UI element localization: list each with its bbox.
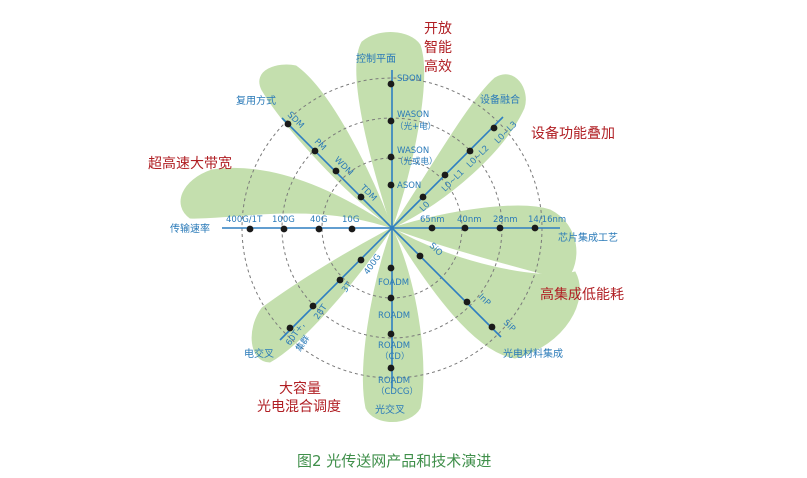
axis-dots xyxy=(246,80,539,372)
dot-roadm-cd xyxy=(387,330,395,338)
label-control-plane: 控制平面 xyxy=(356,52,396,65)
dot-wason-o-or-e xyxy=(387,153,395,161)
dot-28t xyxy=(309,302,317,310)
dot-sio xyxy=(416,252,424,260)
petal-multiplexing xyxy=(259,64,394,230)
dot-14-16nm xyxy=(531,224,539,232)
dot-tdm xyxy=(357,193,365,201)
tick-14-16nm: 14/16nm xyxy=(528,215,566,225)
petal-optical-cross xyxy=(363,226,424,422)
label-chip-process: 芯片集成工艺 xyxy=(558,231,618,244)
tick-roadm-cd-line1: ROADM xyxy=(378,341,410,351)
dot-10g xyxy=(348,225,356,233)
dot-65nm xyxy=(428,224,436,232)
dot-40g xyxy=(315,225,323,233)
tick-40nm: 40nm xyxy=(457,215,481,225)
petal-transmission-rate xyxy=(180,168,393,229)
title-capacity-line2: 光电混合调度 xyxy=(257,399,341,415)
dot-3t xyxy=(336,276,344,284)
dot-60t xyxy=(286,324,294,332)
dot-400g-1t xyxy=(246,225,254,233)
tick-sdon: SDON xyxy=(397,74,422,84)
tick-65nm: 65nm xyxy=(420,215,444,225)
dot-wason-oe xyxy=(387,117,395,125)
label-photonic-material: 光电材料集成 xyxy=(503,347,563,360)
petal-photonic-material xyxy=(391,227,580,359)
axis-device-fusion xyxy=(391,116,504,229)
tick-roadm-cd-line2: （CD） xyxy=(380,351,409,362)
dot-l0-l1 xyxy=(441,171,449,179)
axis-photonic-material xyxy=(391,227,502,338)
dimension-titles: 开放 智能 高效 设备功能叠加 高集成低能耗 大容量 光电混合调度 超高速大带宽 xyxy=(148,21,624,415)
petal-device-fusion xyxy=(390,74,526,230)
dot-sdon xyxy=(387,80,395,88)
label-electrical-cross: 电交叉 xyxy=(244,347,274,360)
tick-roadm: ROADM xyxy=(378,311,410,321)
dot-roadm xyxy=(387,294,395,302)
tick-roadm-cdcg-line2: （CDCG） xyxy=(376,386,418,397)
tick-wason-o-or-e-line2: （光或电） xyxy=(395,156,438,167)
tick-100g: 100G xyxy=(272,215,295,225)
tick-wason-o-or-e-line1: WASON xyxy=(397,146,429,156)
dot-400g-cross xyxy=(357,256,365,264)
figure-caption: 图2 光传送网产品和技术演进 xyxy=(297,452,491,470)
title-open-line3: 高效 xyxy=(424,58,452,75)
ticks-control-plane: SDON WASON （光+电） WASON （光或电） ASON xyxy=(395,74,438,191)
dot-28nm xyxy=(496,224,504,232)
tick-28nm: 28nm xyxy=(493,215,517,225)
tick-400g-1t: 400G/1T xyxy=(226,215,263,225)
title-open-line2: 智能 xyxy=(424,40,452,56)
label-transmission-rate: 传输速率 xyxy=(170,222,210,235)
tick-10g: 10G xyxy=(342,215,359,225)
tick-wason-oe-line1: WASON xyxy=(397,110,429,120)
label-multiplexing: 复用方式 xyxy=(236,94,276,107)
tick-foadm: FOADM xyxy=(378,278,409,288)
dot-l0 xyxy=(419,193,427,201)
dot-sip xyxy=(488,323,496,331)
ticks-transmission-rate: 400G/1T 100G 40G 10G xyxy=(226,215,359,225)
dot-sdm xyxy=(284,120,292,128)
title-device-function: 设备功能叠加 xyxy=(531,125,615,142)
dot-inp xyxy=(463,298,471,306)
tick-ason: ASON xyxy=(397,181,421,191)
dot-l0-l3 xyxy=(490,124,498,132)
petal-control-plane xyxy=(356,32,425,230)
petals xyxy=(180,32,580,422)
tick-40g: 40G xyxy=(310,215,327,225)
title-open-line1: 开放 xyxy=(424,21,452,37)
title-integration: 高集成低能耗 xyxy=(540,286,624,303)
ticks-optical-cross: ROADM （CDCG） ROADM （CD） ROADM FOADM xyxy=(376,278,418,397)
dot-roadm-cdcg xyxy=(387,364,395,372)
tick-roadm-cdcg-line1: ROADM xyxy=(378,376,410,386)
axis-electrical-cross xyxy=(279,227,393,341)
title-capacity-line1: 大容量 xyxy=(279,380,321,397)
ticks-chip-process: 14/16nm 28nm 40nm 65nm xyxy=(420,215,566,225)
dot-wdm xyxy=(332,167,340,175)
dot-l0-l2 xyxy=(466,147,474,155)
dot-foadm xyxy=(387,264,395,272)
axis-labels: 控制平面 设备融合 芯片集成工艺 光电材料集成 光交叉 电交叉 传输速率 复用方… xyxy=(170,52,618,416)
title-speed: 超高速大带宽 xyxy=(148,155,232,172)
tick-wason-oe-line2: （光+电） xyxy=(395,121,436,132)
dot-100g xyxy=(280,225,288,233)
dot-pm xyxy=(311,147,319,155)
petal-chip-process xyxy=(390,205,577,281)
dot-ason xyxy=(387,181,395,189)
label-optical-cross: 光交叉 xyxy=(375,403,405,416)
label-device-fusion: 设备融合 xyxy=(480,93,520,106)
dot-40nm xyxy=(461,224,469,232)
